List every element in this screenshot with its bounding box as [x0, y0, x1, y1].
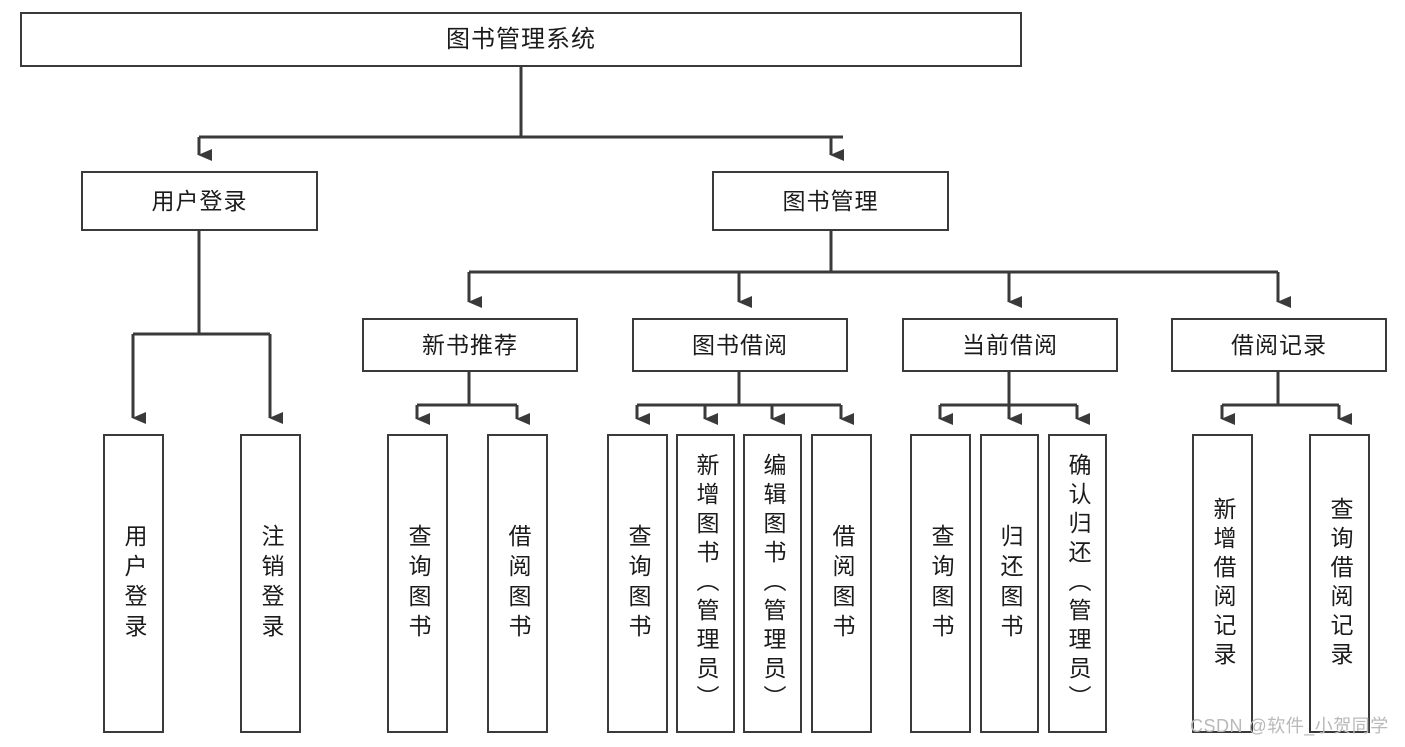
- leaf-user-login-signin[interactable]: 用户登录: [103, 434, 164, 733]
- node-book-borrow[interactable]: 图书借阅: [632, 318, 848, 372]
- leaf-borrow-borrow-book[interactable]: 借阅图书: [811, 434, 872, 733]
- node-label: 图书管理系统: [446, 25, 596, 53]
- node-label: 图书管理: [782, 187, 879, 214]
- node-label: 编辑图书（管理员）: [760, 453, 786, 714]
- node-label: 确认归还（管理员）: [1065, 453, 1091, 714]
- leaf-borrow-edit-book-admin[interactable]: 编辑图书（管理员）: [743, 434, 802, 733]
- leaf-user-login-signout[interactable]: 注销登录: [240, 434, 301, 733]
- leaf-current-confirm-return-admin[interactable]: 确认归还（管理员）: [1048, 434, 1107, 733]
- node-label: 新书推荐: [422, 331, 518, 358]
- node-label: 借阅记录: [1231, 331, 1327, 358]
- leaf-recommend-query-book[interactable]: 查询图书: [387, 434, 448, 733]
- node-label: 借阅图书: [829, 523, 855, 644]
- node-new-book-recommend[interactable]: 新书推荐: [362, 318, 578, 372]
- leaf-record-query-record[interactable]: 查询借阅记录: [1309, 434, 1370, 733]
- node-book-management[interactable]: 图书管理: [712, 171, 949, 231]
- node-label: 归还图书: [997, 523, 1023, 644]
- node-current-borrow[interactable]: 当前借阅: [902, 318, 1118, 372]
- node-root-system[interactable]: 图书管理系统: [20, 12, 1022, 67]
- node-borrow-record[interactable]: 借阅记录: [1171, 318, 1387, 372]
- node-label: 用户登录: [121, 523, 147, 644]
- node-label: 新增图书（管理员）: [693, 453, 719, 714]
- node-label: 当前借阅: [962, 331, 1058, 358]
- leaf-record-add-record[interactable]: 新增借阅记录: [1192, 434, 1253, 733]
- node-label: 图书借阅: [692, 331, 788, 358]
- node-label: 用户登录: [151, 187, 248, 214]
- csdn-watermark: CSDN @软件_小贺同学: [1190, 716, 1389, 736]
- node-user-login[interactable]: 用户登录: [81, 171, 318, 231]
- node-label: 查询图书: [405, 523, 431, 644]
- node-label: 借阅图书: [505, 523, 531, 644]
- leaf-borrow-query-book[interactable]: 查询图书: [607, 434, 668, 733]
- leaf-current-query-book[interactable]: 查询图书: [910, 434, 971, 733]
- node-label: 查询借阅记录: [1327, 496, 1353, 671]
- leaf-recommend-borrow-book[interactable]: 借阅图书: [487, 434, 548, 733]
- leaf-borrow-add-book-admin[interactable]: 新增图书（管理员）: [676, 434, 735, 733]
- node-label: 新增借阅记录: [1210, 496, 1236, 671]
- leaf-current-return-book[interactable]: 归还图书: [980, 434, 1039, 733]
- node-label: 查询图书: [625, 523, 651, 644]
- node-label: 注销登录: [258, 523, 284, 644]
- node-label: 查询图书: [928, 523, 954, 644]
